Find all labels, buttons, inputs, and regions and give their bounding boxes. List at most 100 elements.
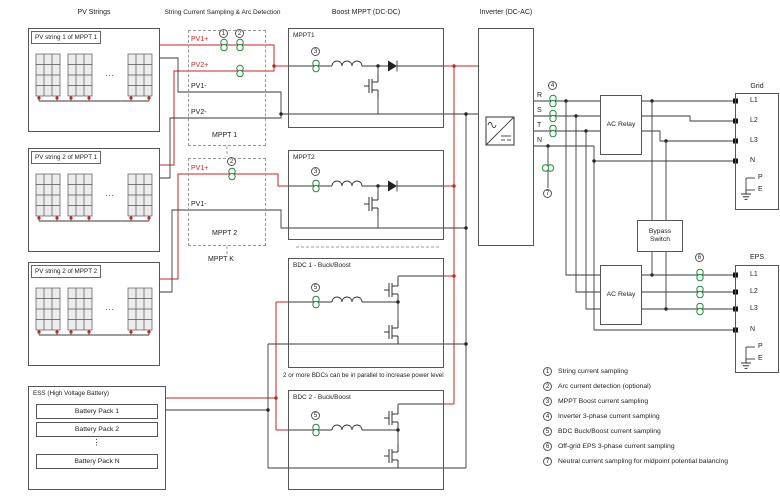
grid-l3-label: L3 (750, 137, 758, 144)
eps-title: EPS (749, 254, 764, 261)
pv-string-2-ellipsis: ... (105, 189, 115, 198)
grid-l2-label: L2 (750, 117, 758, 124)
current-sensor-icon (549, 94, 557, 108)
grid-l1-label: L1 (750, 97, 758, 104)
ac-relay-grid: AC Relay (600, 95, 642, 155)
inverter-box (478, 28, 534, 246)
eps-box (735, 265, 779, 373)
terminal-pv1-plus: PV1+ (191, 36, 209, 43)
grid-box (735, 93, 779, 210)
terminal-pv2-plus: PV2+ (191, 62, 209, 69)
pv-string-3-label: PV string 2 of MPPT 2 (31, 265, 102, 278)
current-sensor-icon (696, 268, 704, 282)
marker-string-sampling-icon: 1 (219, 29, 228, 38)
bdc2-label: BDC 2 - Buck/Boost (293, 394, 351, 401)
pv-string-2-label: PV string 2 of MPPT 1 (31, 151, 102, 164)
legend-marker-2-icon: 2 (543, 382, 552, 391)
ess-ellipsis: ⋮ (92, 438, 102, 447)
eps-l1-label: L1 (750, 271, 758, 278)
terminal-pv2-minus: PV2- (191, 109, 207, 116)
marker-inverter-3phase-icon: 4 (548, 81, 557, 90)
legend-marker-7-icon: 7 (543, 457, 552, 466)
bdc2-circuit (288, 403, 444, 469)
eps-n-label: N (750, 326, 756, 333)
battery-wiring (166, 301, 288, 469)
legend-marker-6-icon: 6 (543, 442, 552, 451)
phase-t-label: T (537, 122, 542, 129)
grid-title: Grid (750, 83, 764, 90)
eps-l2-label: L2 (750, 288, 758, 295)
pv-string-1-panels (35, 53, 153, 102)
bypass-switch: Bypass Switch (637, 220, 683, 252)
legend-marker-1-icon: 1 (543, 367, 552, 376)
legend-item-3: MPPT Boost current sampling (558, 398, 649, 405)
legend-item-5: BDC Buck/Boost current sampling (558, 428, 661, 435)
battery-pack-2: Battery Pack 2 (36, 422, 158, 437)
marker-bdc-icon: 5 (311, 283, 320, 292)
sampling-mppt-k-label: MPPT K (208, 256, 234, 263)
grid-n-label: N (750, 157, 756, 164)
section-title-sampling: String Current Sampling & Arc Detection (164, 9, 281, 16)
eps-e-label: E (758, 355, 763, 362)
legend-item-2: Arc current detection (optional) (558, 383, 651, 390)
sampling-box2-name: MPPT 2 (212, 230, 238, 237)
marker-eps-3phase-icon: 6 (695, 253, 704, 262)
mppt2-box (288, 150, 444, 240)
marker-mppt-boost-icon: 3 (311, 47, 320, 56)
grid-e-label: E (758, 186, 763, 193)
current-sensor-icon (549, 109, 557, 123)
battery-pack-1: Battery Pack 1 (36, 404, 158, 419)
eps-p-label: P (758, 343, 763, 350)
pv-string-1-ellipsis: ... (105, 69, 115, 78)
marker-arc-detection-icon: 2 (227, 157, 236, 166)
bdc1-box (288, 258, 444, 368)
bdc-parallel-note: 2 or more BDCs can be in parallel to inc… (283, 372, 444, 379)
marker-arc-detection-icon: 2 (235, 29, 244, 38)
phase-r-label: R (537, 92, 543, 99)
section-title-boost: Boost MPPT (DC-DC) (331, 9, 401, 16)
dc-string-wiring (160, 38, 440, 293)
legend-item-7: Neutral current sampling for midpoint po… (558, 458, 729, 465)
ess-title: ESS (High Voltage Battery) (31, 389, 111, 398)
bdc1-label: BDC 1 - Buck/Boost (293, 262, 351, 269)
section-title-pv-strings: PV Strings (77, 9, 111, 16)
dc-bus (444, 64, 478, 469)
section-title-inverter: Inverter (DC-AC) (479, 9, 533, 16)
grid-p-label: P (758, 174, 763, 181)
legend-marker-5-icon: 5 (543, 427, 552, 436)
ac-wiring (534, 94, 737, 331)
battery-pack-n: Battery Pack N (36, 454, 158, 469)
bdc2-box (288, 390, 444, 490)
current-sensor-icon (541, 164, 555, 172)
terminal-pv1-plus-2: PV1+ (191, 165, 209, 172)
phase-s-label: S (537, 107, 542, 114)
pv-string-2-box (28, 148, 160, 252)
pv-string-2-panels (35, 173, 153, 222)
pv-string-1-box (28, 28, 160, 132)
marker-bdc-icon: 5 (311, 411, 320, 420)
pv-string-1-label: PV string 1 of MPPT 1 (31, 31, 102, 44)
mppt1-label: MPPT1 (293, 32, 315, 39)
legend-item-6: Off-grid EPS 3-phase current sampling (558, 443, 675, 450)
current-sensor-icon (549, 124, 557, 138)
mppt1-circuit (288, 59, 444, 115)
pv-string-3-ellipsis: ... (105, 303, 115, 312)
eps-l3-label: L3 (750, 305, 758, 312)
pv-string-3-box (28, 262, 160, 366)
sampling-box1-name: MPPT 1 (212, 132, 238, 139)
current-sensor-icon (696, 302, 704, 316)
marker-mppt-boost-icon: 3 (311, 167, 320, 176)
current-sensor-icon (696, 285, 704, 299)
ess-box (28, 386, 166, 490)
legend-item-4: Inverter 3-phase current sampling (558, 413, 660, 420)
legend-item-1: String current sampling (558, 368, 628, 375)
mppt1-box (288, 28, 444, 128)
bdc1-circuit (288, 275, 444, 345)
terminal-pv1-minus: PV1- (191, 83, 207, 90)
inverter-symbol-icon (485, 116, 515, 146)
legend-marker-3-icon: 3 (543, 397, 552, 406)
terminal-pv1-minus-2: PV1- (191, 201, 207, 208)
marker-neutral-icon: 7 (543, 189, 552, 198)
mppt2-label: MPPT2 (293, 154, 315, 161)
